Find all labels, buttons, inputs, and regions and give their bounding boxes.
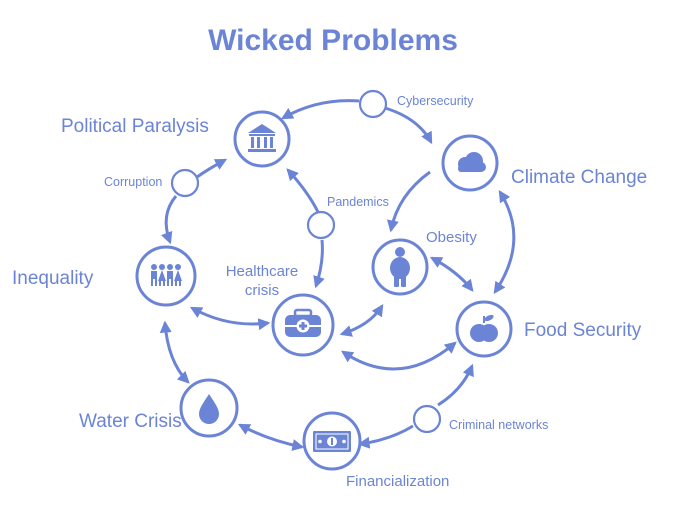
government-building-icon bbox=[248, 124, 276, 152]
label-cybersecurity: Cybersecurity bbox=[397, 94, 474, 108]
node-inequality bbox=[135, 245, 197, 307]
label-healthcare-line2: crisis bbox=[245, 282, 279, 299]
edge-inequality-to-healthcare bbox=[189, 306, 271, 331]
label-pandemics: Pandemics bbox=[327, 195, 389, 209]
edge-water-to-financialization bbox=[237, 423, 305, 451]
node-obesity bbox=[371, 238, 429, 296]
edge-corruption-to-inequality bbox=[161, 195, 178, 245]
diagram-title: Wicked Problems bbox=[208, 24, 458, 57]
edges bbox=[159, 99, 516, 451]
people-group-icon bbox=[151, 264, 182, 286]
connector-corruption bbox=[170, 168, 200, 198]
edge-political-to-cybersecurity bbox=[280, 99, 360, 120]
apple-icon bbox=[470, 314, 498, 342]
person-icon bbox=[390, 247, 410, 287]
edge-pandemics-to-healthcare bbox=[313, 239, 325, 289]
edge-healthcare-to-food-security bbox=[341, 341, 457, 371]
edge-obesity-to-food-security bbox=[429, 256, 474, 292]
edge-cybersecurity-to-climate bbox=[384, 106, 433, 145]
edge-climate-to-food-security bbox=[493, 189, 516, 294]
medical-kit-icon bbox=[285, 308, 321, 337]
banknote-icon bbox=[313, 431, 351, 452]
node-food-security bbox=[455, 300, 513, 358]
edge-financialization-to-criminal bbox=[357, 424, 414, 449]
label-financialization: Financialization bbox=[346, 473, 449, 490]
label-inequality: Inequality bbox=[12, 268, 94, 289]
connector-criminal-networks bbox=[412, 404, 442, 434]
connector-cybersecurity bbox=[358, 89, 388, 119]
node-climate-change bbox=[441, 134, 499, 192]
edge-political-to-corruption bbox=[196, 158, 228, 179]
label-political-paralysis: Political Paralysis bbox=[61, 116, 209, 137]
node-healthcare-crisis bbox=[271, 293, 335, 357]
connector-pandemics bbox=[306, 210, 336, 240]
water-drop-icon bbox=[199, 394, 219, 424]
label-obesity: Obesity bbox=[426, 229, 477, 246]
node-political-paralysis bbox=[233, 110, 291, 168]
node-financialization bbox=[302, 411, 362, 471]
label-water-crisis: Water Crisis bbox=[79, 411, 182, 432]
edge-climate-to-obesity bbox=[387, 170, 431, 233]
label-food-security: Food Security bbox=[524, 320, 642, 341]
label-climate-change: Climate Change bbox=[511, 167, 647, 188]
edge-political-to-pandemics bbox=[286, 168, 320, 213]
node-water-crisis bbox=[179, 378, 239, 438]
edge-criminal-to-food-security bbox=[437, 363, 474, 407]
edge-obesity-to-healthcare bbox=[339, 303, 384, 337]
edge-inequality-to-water bbox=[159, 320, 190, 384]
label-healthcare-line1: Healthcare bbox=[226, 263, 299, 280]
label-corruption: Corruption bbox=[104, 175, 162, 189]
label-criminal-networks: Criminal networks bbox=[449, 418, 548, 432]
cloud-icon bbox=[458, 152, 486, 172]
